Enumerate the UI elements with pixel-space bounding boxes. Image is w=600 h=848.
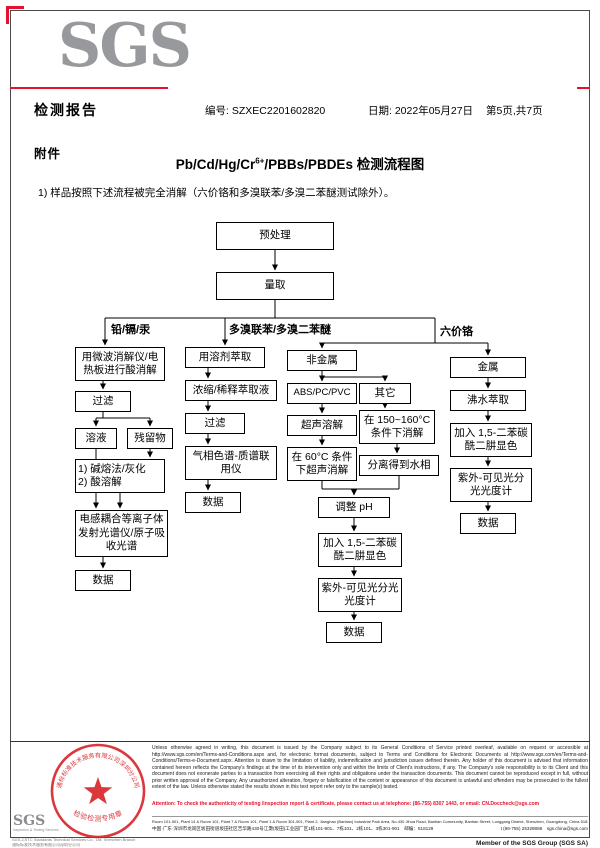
address-row-en: Room 101-901, Plant 14 & Room 101, Plant…	[152, 819, 588, 824]
corner-mark-icon	[6, 6, 24, 24]
flow-node-alkali-fusion: 1) 碱熔法/灰化 2) 酸溶解	[75, 459, 165, 493]
address-cn: 中国·广东·深圳市龙岗区坂田街道坂田社区吉华路430号江灏(坂田)工业园厂区1栋…	[152, 826, 434, 831]
flow-node-data-nonmetal: 数据	[326, 622, 382, 643]
flow-node-separate-aqueous: 分离得到水相	[359, 455, 439, 476]
flow-node-acid-digestion: 用微波消解仪/电热板进行酸消解	[75, 347, 165, 381]
report-date: 日期: 2022年05月27日	[368, 103, 473, 118]
flow-node-filter-middle: 过滤	[185, 413, 245, 434]
branch-label-pb-cd-hg: 铅/镉/汞	[111, 324, 151, 336]
flowchart-title-sup: 6+	[255, 156, 265, 166]
flowchart-title-suffix: /PBBs/PBDEs 检测流程图	[264, 157, 425, 172]
flowchart-title-prefix: Pb/Cd/Hg/Cr	[175, 157, 256, 172]
header-red-rule-right	[577, 87, 590, 89]
flow-node-boiling-water-extraction: 沸水萃取	[450, 390, 526, 411]
flow-node-gcms: 气相色谱-质谱联用仪	[185, 446, 277, 480]
address-en: Room 101-901, Plant 14 & Room 101, Plant…	[152, 819, 588, 824]
address-row-cn: 中国·广东·深圳市龙岗区坂田街道坂田社区吉华路430号江灏(坂田)工业园厂区1栋…	[152, 826, 588, 832]
flow-node-icp-aas: 电感耦合等离子体发射光谱仪/原子吸收光谱	[75, 510, 168, 557]
flow-node-60c-digestion: 在 60°C 条件下超声消解	[287, 447, 357, 481]
company-en: SGS-CSTC Standards Technical Services Co…	[12, 838, 103, 842]
footer-divider	[10, 741, 590, 742]
branch-company-lines: SGS-CSTC Standards Technical Services Co…	[12, 838, 152, 848]
report-date-value: 2022年05月27日	[394, 105, 474, 117]
branch-company-cn: 通标标准技术服务有限公司深圳分公司	[12, 842, 80, 847]
company-seal: 通标标准技术服务有限公司深圳分公司 检验检测专用章	[50, 743, 146, 839]
flowchart-title: Pb/Cd/Hg/Cr6+/PBBs/PBDEs 检测流程图	[0, 153, 600, 173]
report-number-label: 编号:	[205, 105, 229, 117]
flow-node-concentrate-dilute: 浓缩/稀释萃取液	[185, 380, 277, 401]
branch-en: Shenzhen Branch	[103, 838, 136, 842]
flow-node-150-160c-digestion: 在 150~160°C 条件下消解	[359, 410, 435, 444]
footer-mini-logo: SGS Inspection & Testing Services	[13, 814, 59, 832]
contact-info: t (86-755) 25328888 sgs.china@sgs.com	[500, 826, 588, 831]
seal-label-text: 检验检测专用章	[72, 808, 124, 823]
legal-disclaimer: Unless otherwise agreed in writing, this…	[152, 745, 588, 790]
seal-ring	[50, 743, 146, 839]
seal-star-icon	[83, 777, 113, 805]
flow-node-pretreatment: 预处理	[216, 222, 334, 250]
report-number-value: SZXEC2201602820	[231, 105, 326, 117]
report-date-label: 日期:	[368, 105, 392, 117]
flow-node-data-metal: 数据	[460, 513, 516, 534]
flow-node-residue: 残留物	[127, 428, 173, 449]
flow-node-other-material: 其它	[359, 383, 411, 404]
flow-node-uv-vis-metal: 紫外-可见光分光光度计	[450, 468, 532, 502]
flow-node-data-middle: 数据	[185, 492, 241, 513]
branch-company-en: SGS-CSTC Standards Technical Services Co…	[12, 838, 152, 843]
flow-node-solvent-extraction: 用溶剂萃取	[185, 347, 265, 368]
flow-node-metal: 金属	[450, 357, 526, 378]
note-text: 1) 样品按照下述流程被完全消解（六价铬和多溴联苯/多溴二苯醚测试除外）。	[38, 187, 395, 199]
flow-node-filter-left: 过滤	[75, 391, 131, 412]
mini-sgs-logo: SGS	[13, 813, 46, 829]
flow-node-abs-pc-pvc: ABS/PC/PVC	[287, 383, 357, 404]
address-divider	[152, 816, 588, 817]
report-title: 检测报告	[34, 102, 98, 118]
report-number: 编号: SZXEC2201602820	[205, 103, 325, 118]
page-border	[10, 10, 590, 838]
attention-notice: Attention: To check the authenticity of …	[152, 801, 540, 807]
flow-node-solution: 溶液	[75, 428, 117, 449]
flow-node-uv-vis: 紫外-可见光分光光度计	[318, 578, 402, 612]
attachment-label: 附件	[34, 147, 62, 161]
flow-node-measure: 量取	[216, 272, 334, 300]
branch-label-pbb-pbde: 多溴联苯/多溴二苯醚	[229, 324, 332, 336]
branch-label-cr6: 六价铬	[440, 326, 473, 338]
flow-node-diphenylcarbazide-color: 加入 1,5-二苯碳酰二肼显色	[318, 533, 402, 567]
flow-node-nonmetal: 非金属	[287, 350, 357, 371]
flow-node-data-left: 数据	[75, 570, 131, 591]
header-red-rule	[10, 87, 168, 89]
flow-node-ultrasonic-dissolve: 超声溶解	[287, 415, 357, 436]
sgs-membership-line: Member of the SGS Group (SGS SA)	[476, 840, 588, 847]
page-indicator: 第5页,共7页	[486, 105, 543, 117]
flow-node-adjust-ph: 调整 pH	[318, 497, 390, 518]
mini-sgs-tagline: Inspection & Testing Services	[13, 828, 59, 832]
flow-node-diphenylcarbazide-color-metal: 加入 1,5-二苯碳酰二肼显色	[450, 423, 532, 457]
sgs-logo: SGS	[58, 11, 192, 81]
